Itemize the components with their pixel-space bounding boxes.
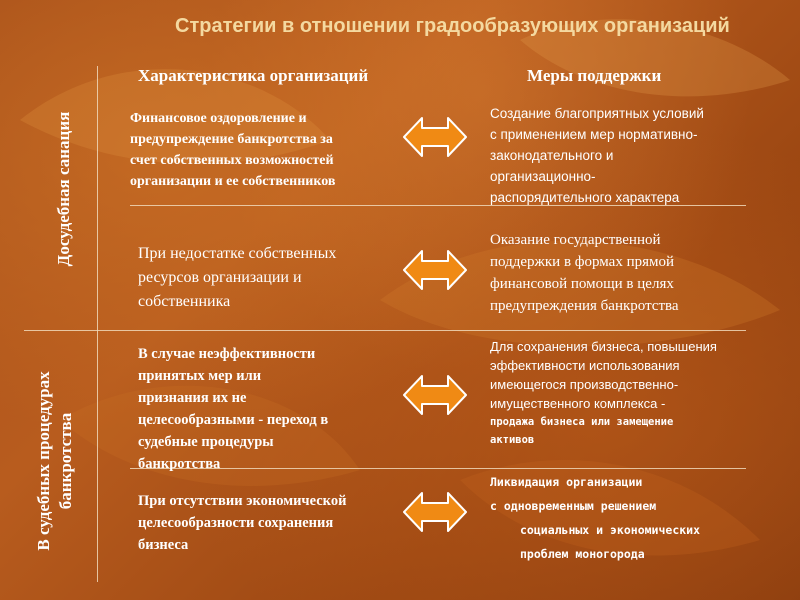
row3-right-line: эффективности использования	[490, 358, 680, 373]
row3-right-bold-line: продажа бизнеса или замещение	[490, 416, 674, 428]
row2-left-line: При недостатке собственных	[138, 245, 337, 262]
row4-double-arrow-icon	[403, 492, 467, 532]
row3-left-line: банкротства	[138, 456, 221, 472]
row2-measures: Оказание государственной поддержки в фор…	[490, 229, 679, 317]
section-divider	[24, 330, 746, 331]
row2-right-line: предупреждения банкротства	[490, 298, 679, 314]
row2-left-line: ресурсов организации и	[138, 269, 302, 286]
row4-right-line: проблем моногорода	[520, 547, 645, 561]
row4-right-line: социальных и экономических	[520, 523, 701, 537]
row4-measures: Ликвидация организации с одновременным р…	[490, 470, 700, 566]
row2-right-line: Оказание государственной	[490, 232, 661, 248]
row1-characteristic: Финансовое оздоровление и предупреждение…	[130, 108, 335, 192]
row3-characteristic: В случае неэффективности принятых мер ил…	[138, 343, 328, 475]
row1-right-line: организационно-	[490, 169, 596, 184]
row3-right-line: имеющегося производственно-	[490, 377, 679, 392]
row1-left-line: Финансовое оздоровление и	[130, 111, 307, 126]
row2-left-line: собственника	[138, 293, 231, 310]
row1-right-line: законодательного и	[490, 148, 614, 163]
row2-double-arrow-icon	[403, 250, 467, 290]
row3-double-arrow-icon	[403, 375, 467, 415]
row1-measures: Создание благоприятных условий с примене…	[490, 103, 704, 208]
row-divider-1	[130, 205, 746, 206]
row3-left-line: В случае неэффективности	[138, 346, 316, 362]
row3-right-bold-line: активов	[490, 434, 535, 446]
row3-left-line: целесообразными - переход в	[138, 412, 329, 428]
row4-left-line: целесообразности сохранения	[138, 515, 334, 531]
header-measures: Меры поддержки	[527, 66, 662, 85]
vertical-divider	[97, 66, 98, 582]
row4-right-line: Ликвидация организации	[490, 475, 643, 489]
row3-measures: Для сохранения бизнеса, повышения эффект…	[490, 337, 717, 449]
row2-characteristic: При недостатке собственных ресурсов орга…	[138, 242, 336, 314]
row-divider-3	[130, 468, 746, 469]
row1-right-line: распорядительного характера	[490, 190, 680, 205]
row1-right-line: Создание благоприятных условий	[490, 106, 704, 121]
row1-right-line: с применением мер нормативно-	[490, 127, 698, 142]
row4-right-line: с одновременным решением	[490, 499, 657, 513]
row1-double-arrow-icon	[403, 117, 467, 157]
section-label-judicial: В судебных процедурах банкротства	[33, 341, 83, 581]
row4-left-line: бизнеса	[138, 537, 189, 553]
row1-left-line: счет собственных возможностей	[130, 153, 334, 168]
row3-right-line: имущественного комплекса -	[490, 396, 666, 411]
row3-left-line: судебные процедуры	[138, 434, 274, 450]
row3-left-line: принятых мер или	[138, 368, 262, 384]
row1-left-line: организации и ее собственников	[130, 174, 336, 189]
row1-left-line: предупреждение банкротства за	[130, 132, 333, 147]
row3-right-line: Для сохранения бизнеса, повышения	[490, 339, 717, 354]
section-label-pre-trial: Досудебная санация	[54, 111, 73, 267]
row4-characteristic: При отсутствии экономической целесообраз…	[138, 490, 346, 556]
page-title: Стратегии в отношении градообразующих ор…	[175, 15, 730, 37]
row3-left-line: признания их не	[138, 390, 247, 406]
section-label-judicial-line2: банкротства	[56, 412, 75, 510]
row2-right-line: поддержки в формах прямой	[490, 254, 675, 270]
row2-right-line: финансовой помощи в целях	[490, 276, 674, 292]
header-characteristic: Характеристика организаций	[138, 66, 369, 85]
row4-left-line: При отсутствии экономической	[138, 493, 347, 509]
section-label-judicial-line1: В судебных процедурах	[34, 371, 53, 551]
